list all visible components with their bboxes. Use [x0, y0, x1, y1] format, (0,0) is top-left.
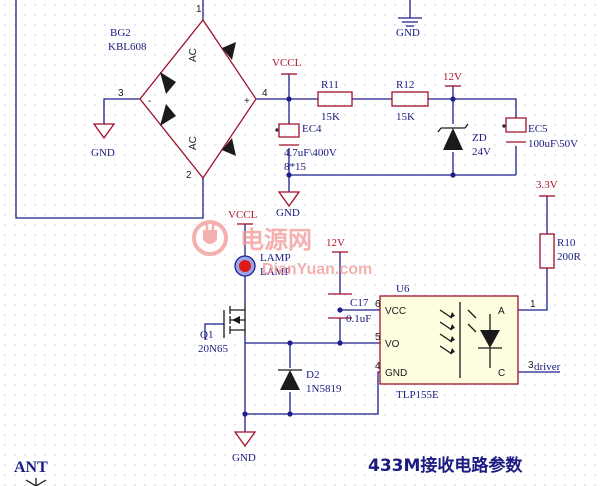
antenna-symbol — [25, 478, 47, 486]
mosfet-q1[interactable] — [223, 302, 246, 338]
r10-value-label: 200R — [557, 251, 582, 263]
diode-d2[interactable] — [278, 369, 302, 390]
ec5-value-label: 100uF\50V — [528, 138, 578, 150]
driver-net-label: driver — [534, 361, 561, 373]
c17-ref-label: C17 — [350, 297, 369, 309]
rail-12v-top: 12V — [443, 71, 462, 87]
u6-gnd-pin-label: GND — [385, 368, 407, 379]
ec4-value-label: 4.7uF\400V — [284, 147, 337, 159]
r12-ref-label: R12 — [396, 79, 414, 91]
rail-vccl-top: VCCL — [272, 57, 302, 75]
ec5-ref-label: EC5 — [528, 123, 548, 135]
ec4-ref-label: EC4 — [302, 123, 322, 135]
u6-pin6-label: 6 — [375, 299, 381, 310]
bg2-pin3-label: 3 — [118, 88, 124, 99]
watermark: 电源网 DianYuan.com — [192, 220, 372, 278]
bg2-part-label: KBL608 — [108, 41, 147, 53]
u6-pin5-label: 5 — [375, 332, 381, 343]
12v-top-label: 12V — [443, 71, 462, 83]
bg2-ac-bottom-label: AC — [188, 136, 199, 150]
ground-symbol-mid: GND — [276, 191, 301, 219]
bg2-plus-label: + — [244, 96, 250, 107]
q1-ref-label: Q1 — [200, 329, 213, 341]
resistor-r12[interactable] — [391, 91, 429, 107]
bg2-minus-label: - — [148, 96, 151, 107]
watermark-url: DianYuan.com — [262, 261, 372, 278]
r11-value-label: 15K — [321, 111, 340, 123]
gnd-mid-label: GND — [276, 207, 300, 219]
gnd-left-label: GND — [91, 147, 115, 159]
zd-ref-label: ZD — [472, 132, 487, 144]
d2-value-label: 1N5819 — [306, 383, 342, 395]
u6-pin4-label: 4 — [375, 361, 381, 372]
u6-pin3-label: 3 — [528, 360, 534, 371]
u6-part-label: TLP155E — [396, 389, 439, 401]
ground-symbol-left: GND — [91, 123, 116, 159]
lamp-indicator[interactable] — [234, 255, 256, 277]
12v-cap-label: 12V — [326, 237, 345, 249]
u6-cathode-pin-label: C — [498, 368, 505, 379]
antenna-label: ANT — [14, 459, 48, 476]
u6-anode-pin-label: A — [498, 306, 505, 317]
gnd-bottom-label: GND — [232, 452, 256, 464]
optocoupler-u6[interactable] — [379, 295, 519, 385]
rail-3v3: 3.3V — [536, 179, 558, 197]
circuit-title: 433M接收电路参数 — [368, 455, 523, 476]
q1-value-label: 20N65 — [198, 343, 228, 355]
vccl-lamp-label: VCCL — [228, 209, 258, 221]
bridge-rectifier-bg2[interactable]: AC AC + - — [139, 18, 257, 180]
vccl-top-label: VCCL — [272, 57, 302, 69]
watermark-brand: 电源网 — [240, 226, 312, 254]
plug-logo-icon — [192, 220, 228, 256]
zd-value-label: 24V — [472, 146, 491, 158]
ground-symbol-top: GND — [396, 17, 422, 39]
r11-ref-label: R11 — [321, 79, 339, 91]
u6-pin1-label: 1 — [530, 299, 536, 310]
bg2-pin4-label: 4 — [262, 88, 268, 99]
c17-value-label: 0.1uF — [346, 313, 371, 325]
resistor-r11[interactable] — [317, 91, 353, 107]
u6-ref-label: U6 — [396, 283, 410, 295]
d2-ref-label: D2 — [306, 369, 319, 381]
lamp-ref-label: LAMP — [260, 252, 291, 264]
r12-value-label: 15K — [396, 111, 415, 123]
r10-ref-label: R10 — [557, 237, 576, 249]
rail-12v-cap: 12V — [326, 237, 348, 253]
resistor-r10[interactable] — [539, 233, 555, 269]
lamp-value-label: LAMP — [260, 266, 291, 278]
capacitor-c17[interactable] — [328, 293, 352, 319]
rail-vccl-lamp: VCCL — [228, 209, 258, 225]
junction-dots — [242, 96, 456, 417]
gnd-top-label: GND — [396, 27, 420, 39]
ec4-size-label: 8*15 — [284, 161, 307, 173]
bg2-ref-label: BG2 — [110, 27, 131, 39]
3v3-label: 3.3V — [536, 179, 558, 191]
u6-vcc-pin-label: VCC — [385, 306, 406, 317]
ground-symbol-bottom: GND — [232, 431, 257, 464]
u6-vo-pin-label: VO — [385, 339, 400, 350]
bg2-pin2-label: 2 — [186, 170, 192, 181]
bg2-pin1-label: 1 — [196, 4, 202, 15]
bg2-ac-top-label: AC — [188, 48, 199, 62]
zener-zd[interactable] — [437, 123, 469, 150]
capacitor-ec5[interactable] — [502, 117, 527, 143]
wires — [15, 0, 560, 432]
capacitor-ec4[interactable] — [275, 123, 300, 146]
